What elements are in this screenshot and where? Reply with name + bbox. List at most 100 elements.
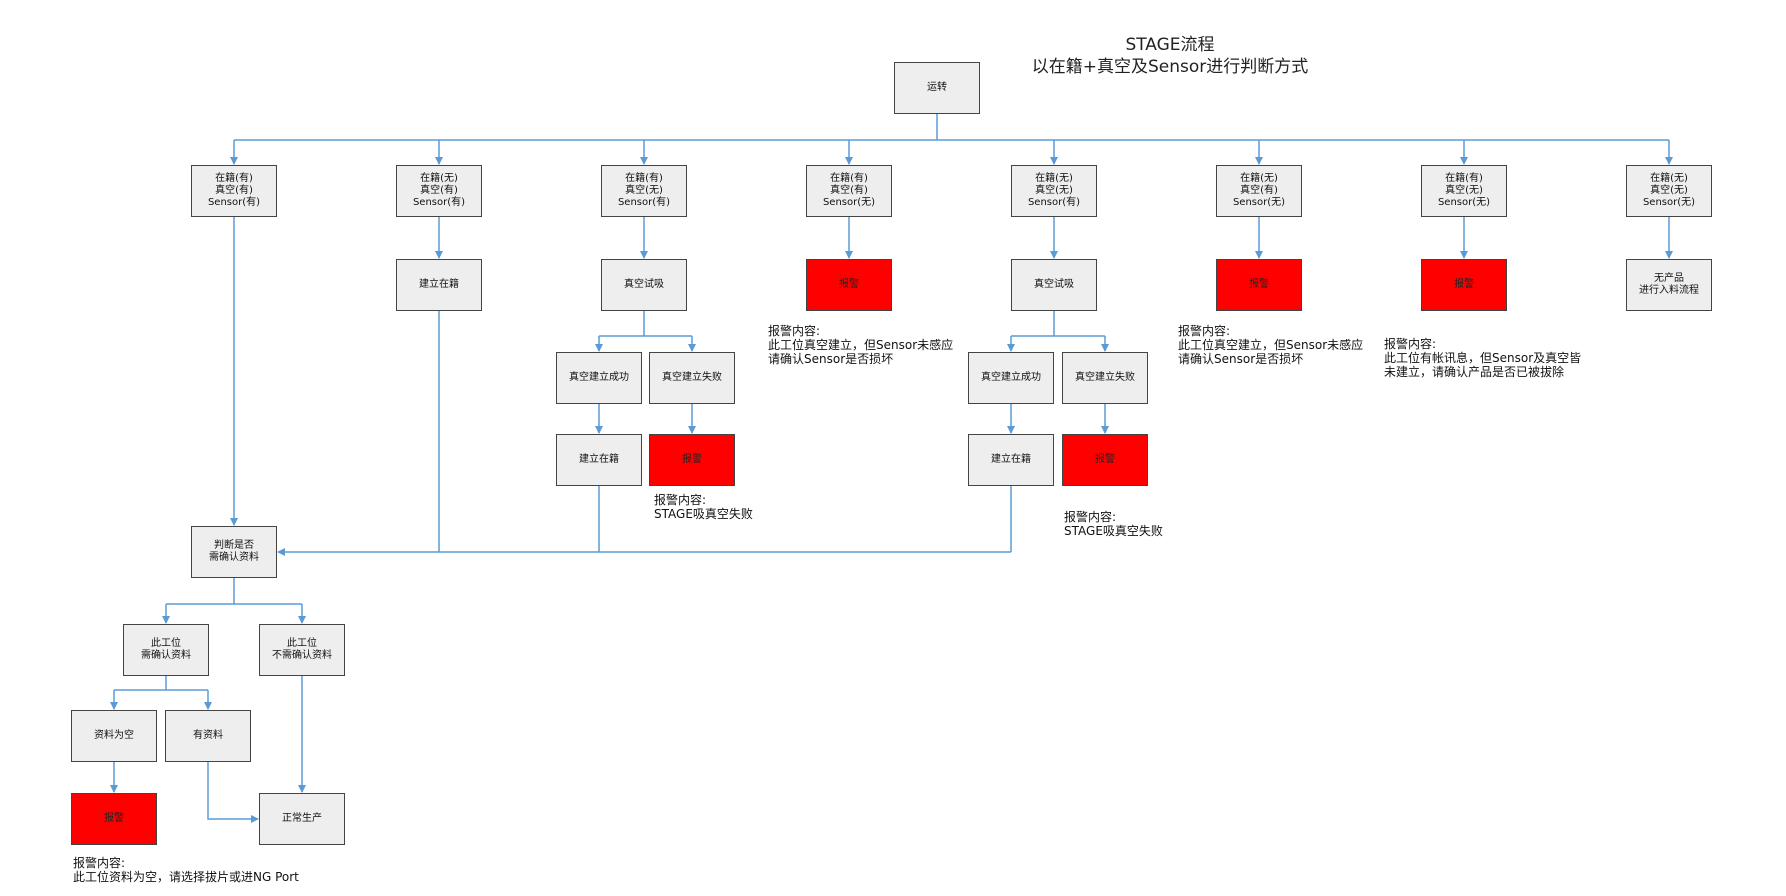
node-run: 运转 — [894, 62, 980, 114]
node-no-product-feed: 无产品进行入料流程 — [1626, 259, 1712, 311]
node-text-line: 在籍(有) — [625, 173, 663, 184]
node-case-1: 在籍(有)真空(有)Sensor(有) — [191, 165, 277, 217]
node-text-line: 报警 — [104, 813, 124, 824]
node-text-line: 真空(有) — [215, 185, 253, 196]
node-text-line: 真空(有) — [1240, 185, 1278, 196]
node-judge-confirm-data: 判断是否需确认资料 — [191, 526, 277, 578]
alarm-note: 报警内容:此工位有帐讯息，但Sensor及真空皆未建立，请确认产品是否已被拔除 — [1384, 337, 1581, 379]
node-text-line: 需确认资料 — [141, 650, 191, 661]
node-build-registration: 建立在籍 — [968, 434, 1054, 486]
node-vacuum-failure: 真空建立失败 — [1062, 352, 1148, 404]
node-no-need-confirm: 此工位不需确认资料 — [259, 624, 345, 676]
node-case-3: 在籍(有)真空(无)Sensor(有) — [601, 165, 687, 217]
node-alarm: 报警 — [1062, 434, 1148, 486]
node-case-4: 在籍(有)真空(有)Sensor(无) — [806, 165, 892, 217]
node-case-8: 在籍(无)真空(无)Sensor(无) — [1626, 165, 1712, 217]
node-vacuum-failure: 真空建立失败 — [649, 352, 735, 404]
node-text-line: 建立在籍 — [991, 454, 1031, 465]
note-text-line: STAGE吸真空失败 — [1064, 524, 1163, 538]
alarm-note: 报警内容:此工位资料为空，请选择拔片或进NG Port — [73, 856, 299, 884]
node-text-line: 正常生产 — [282, 813, 322, 824]
node-text-line: 在籍(无) — [420, 173, 458, 184]
node-alarm: 报警 — [1421, 259, 1507, 311]
node-text-line: 建立在籍 — [579, 454, 619, 465]
alarm-note: 报警内容:此工位真空建立，但Sensor未感应请确认Sensor是否损坏 — [1178, 324, 1363, 366]
note-text-line: 此工位资料为空，请选择拔片或进NG Port — [73, 870, 299, 884]
node-text-line: Sensor(无) — [822, 197, 876, 208]
note-text-line: STAGE吸真空失败 — [654, 507, 753, 521]
node-text-line: 此工位 — [151, 638, 181, 649]
node-text-line: 运转 — [927, 82, 947, 93]
alarm-note: 报警内容:此工位真空建立，但Sensor未感应请确认Sensor是否损坏 — [768, 324, 953, 366]
node-alarm: 报警 — [71, 793, 157, 845]
node-text-line: 判断是否 — [214, 540, 254, 551]
node-text-line: 报警 — [839, 279, 859, 290]
node-text-line: Sensor(有) — [207, 197, 261, 208]
node-text-line: 真空试吸 — [1034, 279, 1074, 290]
node-text-line: 报警 — [1454, 279, 1474, 290]
node-data-empty: 资料为空 — [71, 710, 157, 762]
node-text-line: 在籍(无) — [1650, 173, 1688, 184]
node-vacuum-test: 真空试吸 — [1011, 259, 1097, 311]
node-text-line: 真空(无) — [625, 185, 663, 196]
node-case-7: 在籍(有)真空(无)Sensor(无) — [1421, 165, 1507, 217]
note-text-line: 报警内容: — [1178, 324, 1231, 338]
node-text-line: 报警 — [1249, 279, 1269, 290]
node-text-line: 真空建立成功 — [981, 372, 1041, 383]
node-text-line: Sensor(有) — [412, 197, 466, 208]
node-text-line: 有资料 — [193, 730, 223, 741]
node-text-line: 真空(有) — [830, 185, 868, 196]
node-text-line: 无产品 — [1654, 273, 1684, 284]
connector-arrow — [207, 762, 259, 823]
node-alarm: 报警 — [649, 434, 735, 486]
note-text-line: 报警内容: — [768, 324, 821, 338]
node-text-line: 资料为空 — [94, 730, 134, 741]
node-text-line: 真空(无) — [1650, 185, 1688, 196]
node-text-line: 报警 — [1095, 454, 1115, 465]
note-text-line: 报警内容: — [1384, 337, 1437, 351]
node-vacuum-test: 真空试吸 — [601, 259, 687, 311]
node-normal-production: 正常生产 — [259, 793, 345, 845]
node-text-line: 真空试吸 — [624, 279, 664, 290]
note-text-line: 此工位有帐讯息，但Sensor及真空皆 — [1384, 351, 1582, 365]
node-text-line: Sensor(无) — [1642, 197, 1696, 208]
diagram-title: STAGE流程 — [1125, 35, 1215, 55]
node-text-line: 真空(无) — [1035, 185, 1073, 196]
node-text-line: 在籍(无) — [1035, 173, 1073, 184]
node-alarm: 报警 — [806, 259, 892, 311]
note-text-line: 报警内容: — [1064, 510, 1117, 524]
node-text-line: 在籍(有) — [830, 173, 868, 184]
node-need-confirm: 此工位需确认资料 — [123, 624, 209, 676]
node-case-6: 在籍(无)真空(有)Sensor(无) — [1216, 165, 1302, 217]
node-text-line: Sensor(有) — [617, 197, 671, 208]
node-text-line: 不需确认资料 — [272, 650, 332, 661]
node-text-line: 需确认资料 — [209, 552, 259, 563]
node-alarm: 报警 — [1216, 259, 1302, 311]
node-text-line: 真空建立成功 — [569, 372, 629, 383]
node-text-line: 报警 — [682, 454, 702, 465]
node-text-line: 建立在籍 — [419, 279, 459, 290]
node-has-data: 有资料 — [165, 710, 251, 762]
note-text-line: 此工位真空建立，但Sensor未感应 — [1178, 338, 1364, 352]
node-vacuum-success: 真空建立成功 — [968, 352, 1054, 404]
node-text-line: Sensor(有) — [1027, 197, 1081, 208]
note-text-line: 报警内容: — [654, 493, 707, 507]
node-case-5: 在籍(无)真空(无)Sensor(有) — [1011, 165, 1097, 217]
diagram-subtitle: 以在籍+真空及Sensor进行判断方式 — [1031, 57, 1309, 77]
node-text-line: 真空建立失败 — [1075, 372, 1135, 383]
node-text-line: 在籍(有) — [1445, 173, 1483, 184]
note-text-line: 报警内容: — [73, 856, 126, 870]
node-text-line: 此工位 — [287, 638, 317, 649]
node-text-line: 在籍(有) — [215, 173, 253, 184]
node-case-2: 在籍(无)真空(有)Sensor(有) — [396, 165, 482, 217]
node-text-line: 真空(有) — [420, 185, 458, 196]
node-build-registration: 建立在籍 — [396, 259, 482, 311]
node-text-line: 进行入料流程 — [1639, 285, 1699, 296]
note-text-line: 请确认Sensor是否损坏 — [768, 352, 894, 366]
note-text-line: 未建立，请确认产品是否已被拔除 — [1384, 365, 1565, 379]
note-text-line: 请确认Sensor是否损坏 — [1178, 352, 1304, 366]
node-text-line: Sensor(无) — [1437, 197, 1491, 208]
node-text-line: 真空(无) — [1445, 185, 1483, 196]
